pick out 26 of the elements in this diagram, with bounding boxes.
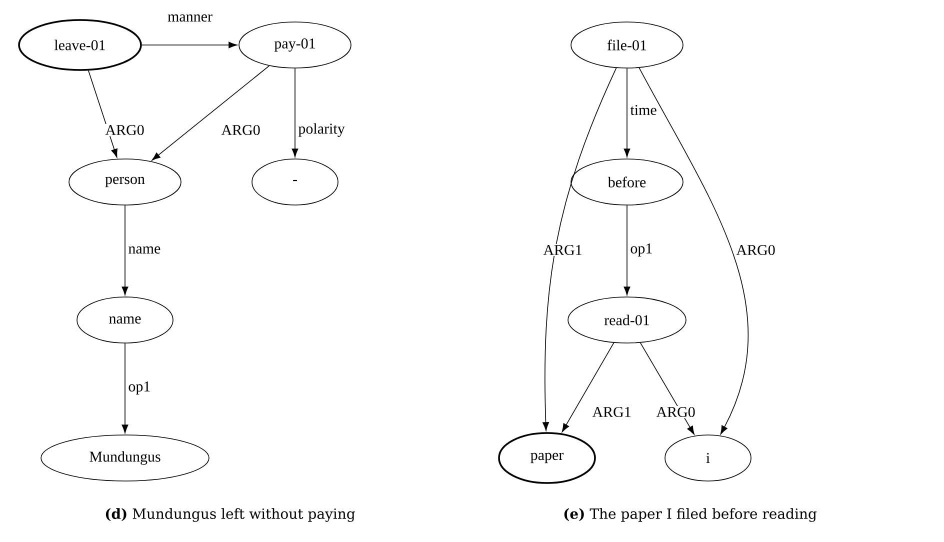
caption: (e) The paper I filed before reading: [564, 508, 817, 522]
edge-label: op1: [629, 242, 654, 258]
arrow: [122, 205, 128, 296]
arrow: [640, 342, 694, 435]
edge-label: ARG1: [591, 406, 632, 418]
arrow: [88, 70, 118, 158]
edge-label: ARG0: [104, 124, 146, 136]
edge-label: ARG0: [220, 124, 262, 136]
edge-label: ARG1: [542, 244, 584, 256]
arrow: [292, 68, 298, 158]
arrow: [152, 65, 270, 160]
edge-label: time: [629, 104, 658, 116]
arrow: [122, 343, 128, 434]
caption: (d) Mundungus left without paying: [106, 508, 355, 522]
arrow: [562, 342, 614, 432]
edge-label: ARG0: [735, 244, 776, 256]
arrow: [542, 68, 617, 431]
arrow: [142, 42, 238, 48]
edge-label: ARG0: [655, 406, 696, 418]
arrow: [624, 68, 630, 158]
arrow: [624, 205, 630, 296]
edge-label: manner: [166, 13, 214, 23]
edge-label: op1: [127, 380, 152, 396]
arrow: [638, 67, 749, 434]
edge-label: name: [127, 245, 162, 255]
edge-label: polarity: [297, 122, 346, 138]
